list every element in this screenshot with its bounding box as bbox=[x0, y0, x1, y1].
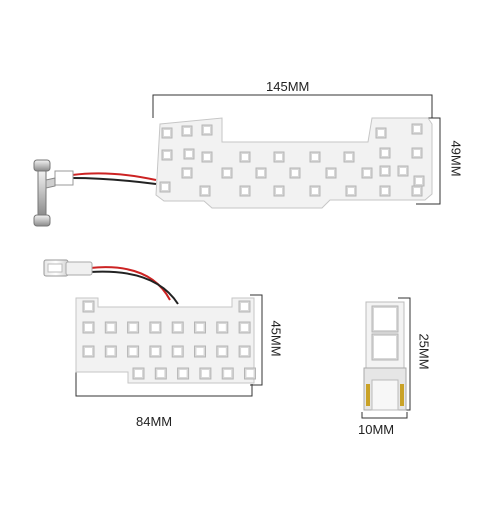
led-chip bbox=[181, 125, 193, 137]
led-chip bbox=[379, 165, 391, 177]
led-chip bbox=[171, 345, 184, 358]
large-board-height-label: 49MM bbox=[448, 140, 464, 177]
medium-board-width-label: 84MM bbox=[136, 414, 173, 429]
led-chip bbox=[201, 124, 213, 136]
led-chip bbox=[82, 345, 95, 358]
led-chip bbox=[159, 181, 171, 193]
led-chip bbox=[397, 165, 409, 177]
medium-led-panel bbox=[43, 259, 263, 397]
led-chip bbox=[104, 321, 117, 334]
large-board-width-label: 145MM bbox=[266, 79, 310, 94]
led-chip bbox=[255, 167, 267, 179]
led-chip bbox=[216, 345, 229, 358]
led-chip bbox=[375, 127, 387, 139]
led-chip bbox=[371, 333, 399, 361]
led-chip bbox=[171, 321, 184, 334]
led-chip bbox=[379, 147, 391, 159]
small-board-height-label: 25MM bbox=[416, 333, 432, 370]
led-chip bbox=[132, 367, 145, 380]
led-chip bbox=[161, 127, 173, 139]
led-chip bbox=[379, 185, 391, 197]
led-chip bbox=[239, 185, 251, 197]
led-chip bbox=[343, 151, 355, 163]
led-chip bbox=[238, 345, 251, 358]
led-chip bbox=[309, 151, 321, 163]
medium-board-height-label: 45MM bbox=[268, 320, 284, 357]
led-chip bbox=[221, 367, 234, 380]
led-chip bbox=[181, 167, 193, 179]
led-chip bbox=[371, 305, 399, 333]
large-panel-wire-red bbox=[71, 172, 157, 181]
led-chip bbox=[413, 175, 425, 187]
small-t10-board bbox=[361, 297, 411, 419]
led-chip bbox=[194, 321, 206, 334]
led-chip bbox=[199, 185, 211, 197]
led-chip bbox=[273, 185, 285, 197]
large-panel-wire-black bbox=[71, 177, 157, 185]
led-chip bbox=[82, 321, 95, 334]
festoon-bulb-icon bbox=[33, 159, 74, 227]
led-chip bbox=[238, 321, 251, 334]
led-chip bbox=[289, 167, 301, 179]
led-chip bbox=[411, 147, 423, 159]
led-chip bbox=[244, 367, 256, 380]
medium-panel-wire-red bbox=[89, 266, 171, 301]
led-chip bbox=[411, 185, 423, 197]
led-chip bbox=[345, 185, 357, 197]
small-board-leds bbox=[371, 305, 399, 361]
led-chip bbox=[199, 367, 212, 380]
led-chip bbox=[127, 345, 140, 358]
led-chip bbox=[149, 321, 162, 334]
led-chip bbox=[154, 367, 167, 380]
led-chip bbox=[216, 321, 229, 334]
led-chip bbox=[177, 367, 190, 380]
t10-wedge-icon bbox=[43, 259, 93, 277]
led-chip bbox=[194, 345, 206, 358]
led-chip bbox=[183, 148, 195, 160]
led-chip bbox=[221, 167, 233, 179]
led-chip bbox=[273, 151, 285, 163]
small-board-width-label: 10MM bbox=[358, 422, 395, 437]
led-chip bbox=[161, 149, 173, 161]
medium-panel-dimension-lines bbox=[75, 294, 263, 397]
led-chip bbox=[104, 345, 117, 358]
led-chip bbox=[82, 300, 95, 313]
large-panel-board bbox=[155, 117, 433, 209]
led-chip bbox=[361, 167, 373, 179]
led-chip bbox=[411, 123, 423, 135]
medium-panel-leds bbox=[82, 300, 256, 380]
led-chip bbox=[149, 345, 162, 358]
led-chip bbox=[238, 300, 251, 313]
led-chip bbox=[201, 151, 213, 163]
led-chip bbox=[325, 167, 337, 179]
large-panel-leds bbox=[159, 123, 425, 197]
led-chip bbox=[309, 185, 321, 197]
medium-panel-wire-black bbox=[89, 270, 179, 305]
large-led-panel bbox=[33, 94, 441, 227]
led-chip bbox=[127, 321, 140, 334]
led-chip bbox=[239, 151, 251, 163]
medium-panel-board bbox=[75, 297, 255, 384]
